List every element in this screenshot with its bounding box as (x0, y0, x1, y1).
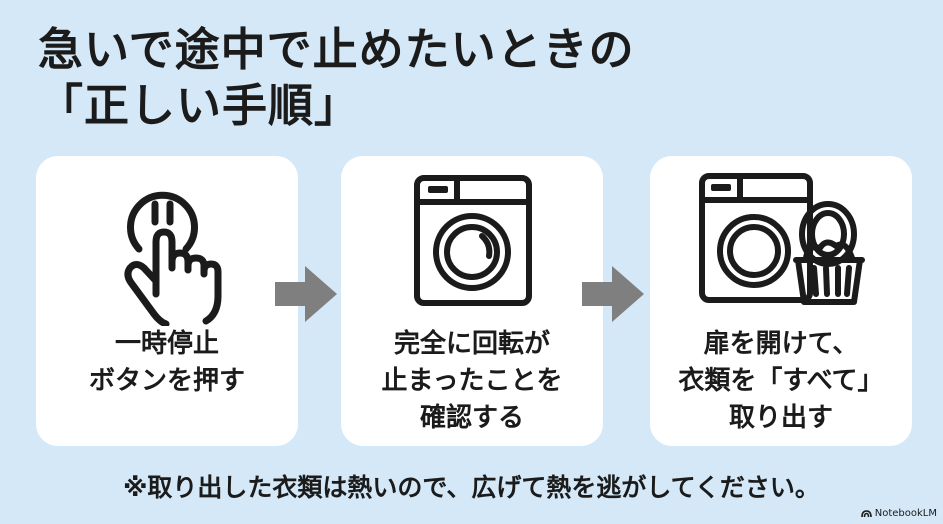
step-label-check-stop: 完全に回転が 止まったことを 確認する (381, 329, 563, 433)
step-card-pause: 一時停止 ボタンを押す (36, 156, 298, 446)
washing-machine-open-door-basket-icon (699, 173, 865, 305)
step-label-remove-laundry: 扉を開けて、 衣類を「すべて」 取り出す (678, 329, 884, 433)
step-label-pause: 一時停止 ボタンを押す (88, 329, 245, 396)
arrow-right-icon (275, 266, 337, 322)
notebooklm-logo-icon (860, 510, 872, 518)
arrow-right-icon (582, 266, 644, 322)
pause-button-press-icon (124, 191, 222, 326)
brand-label: NotebookLM (874, 508, 937, 519)
washing-machine-icon (414, 175, 532, 306)
notebooklm-watermark: NotebookLM (860, 508, 937, 519)
step-card-remove-laundry: 扉を開けて、 衣類を「すべて」 取り出す (650, 156, 912, 446)
page-title: 急いで途中で止めたいときの 「正しい手順」 (38, 22, 635, 134)
caution-note: ※取り出した衣類は熱いので、広げて熱を逃がしてください。 (123, 473, 820, 502)
title-line-2: 「正しい手順」 (38, 79, 361, 132)
title-line-1: 急いで途中で止めたいときの (38, 23, 635, 76)
step-card-check-stop: 完全に回転が 止まったことを 確認する (341, 156, 603, 446)
